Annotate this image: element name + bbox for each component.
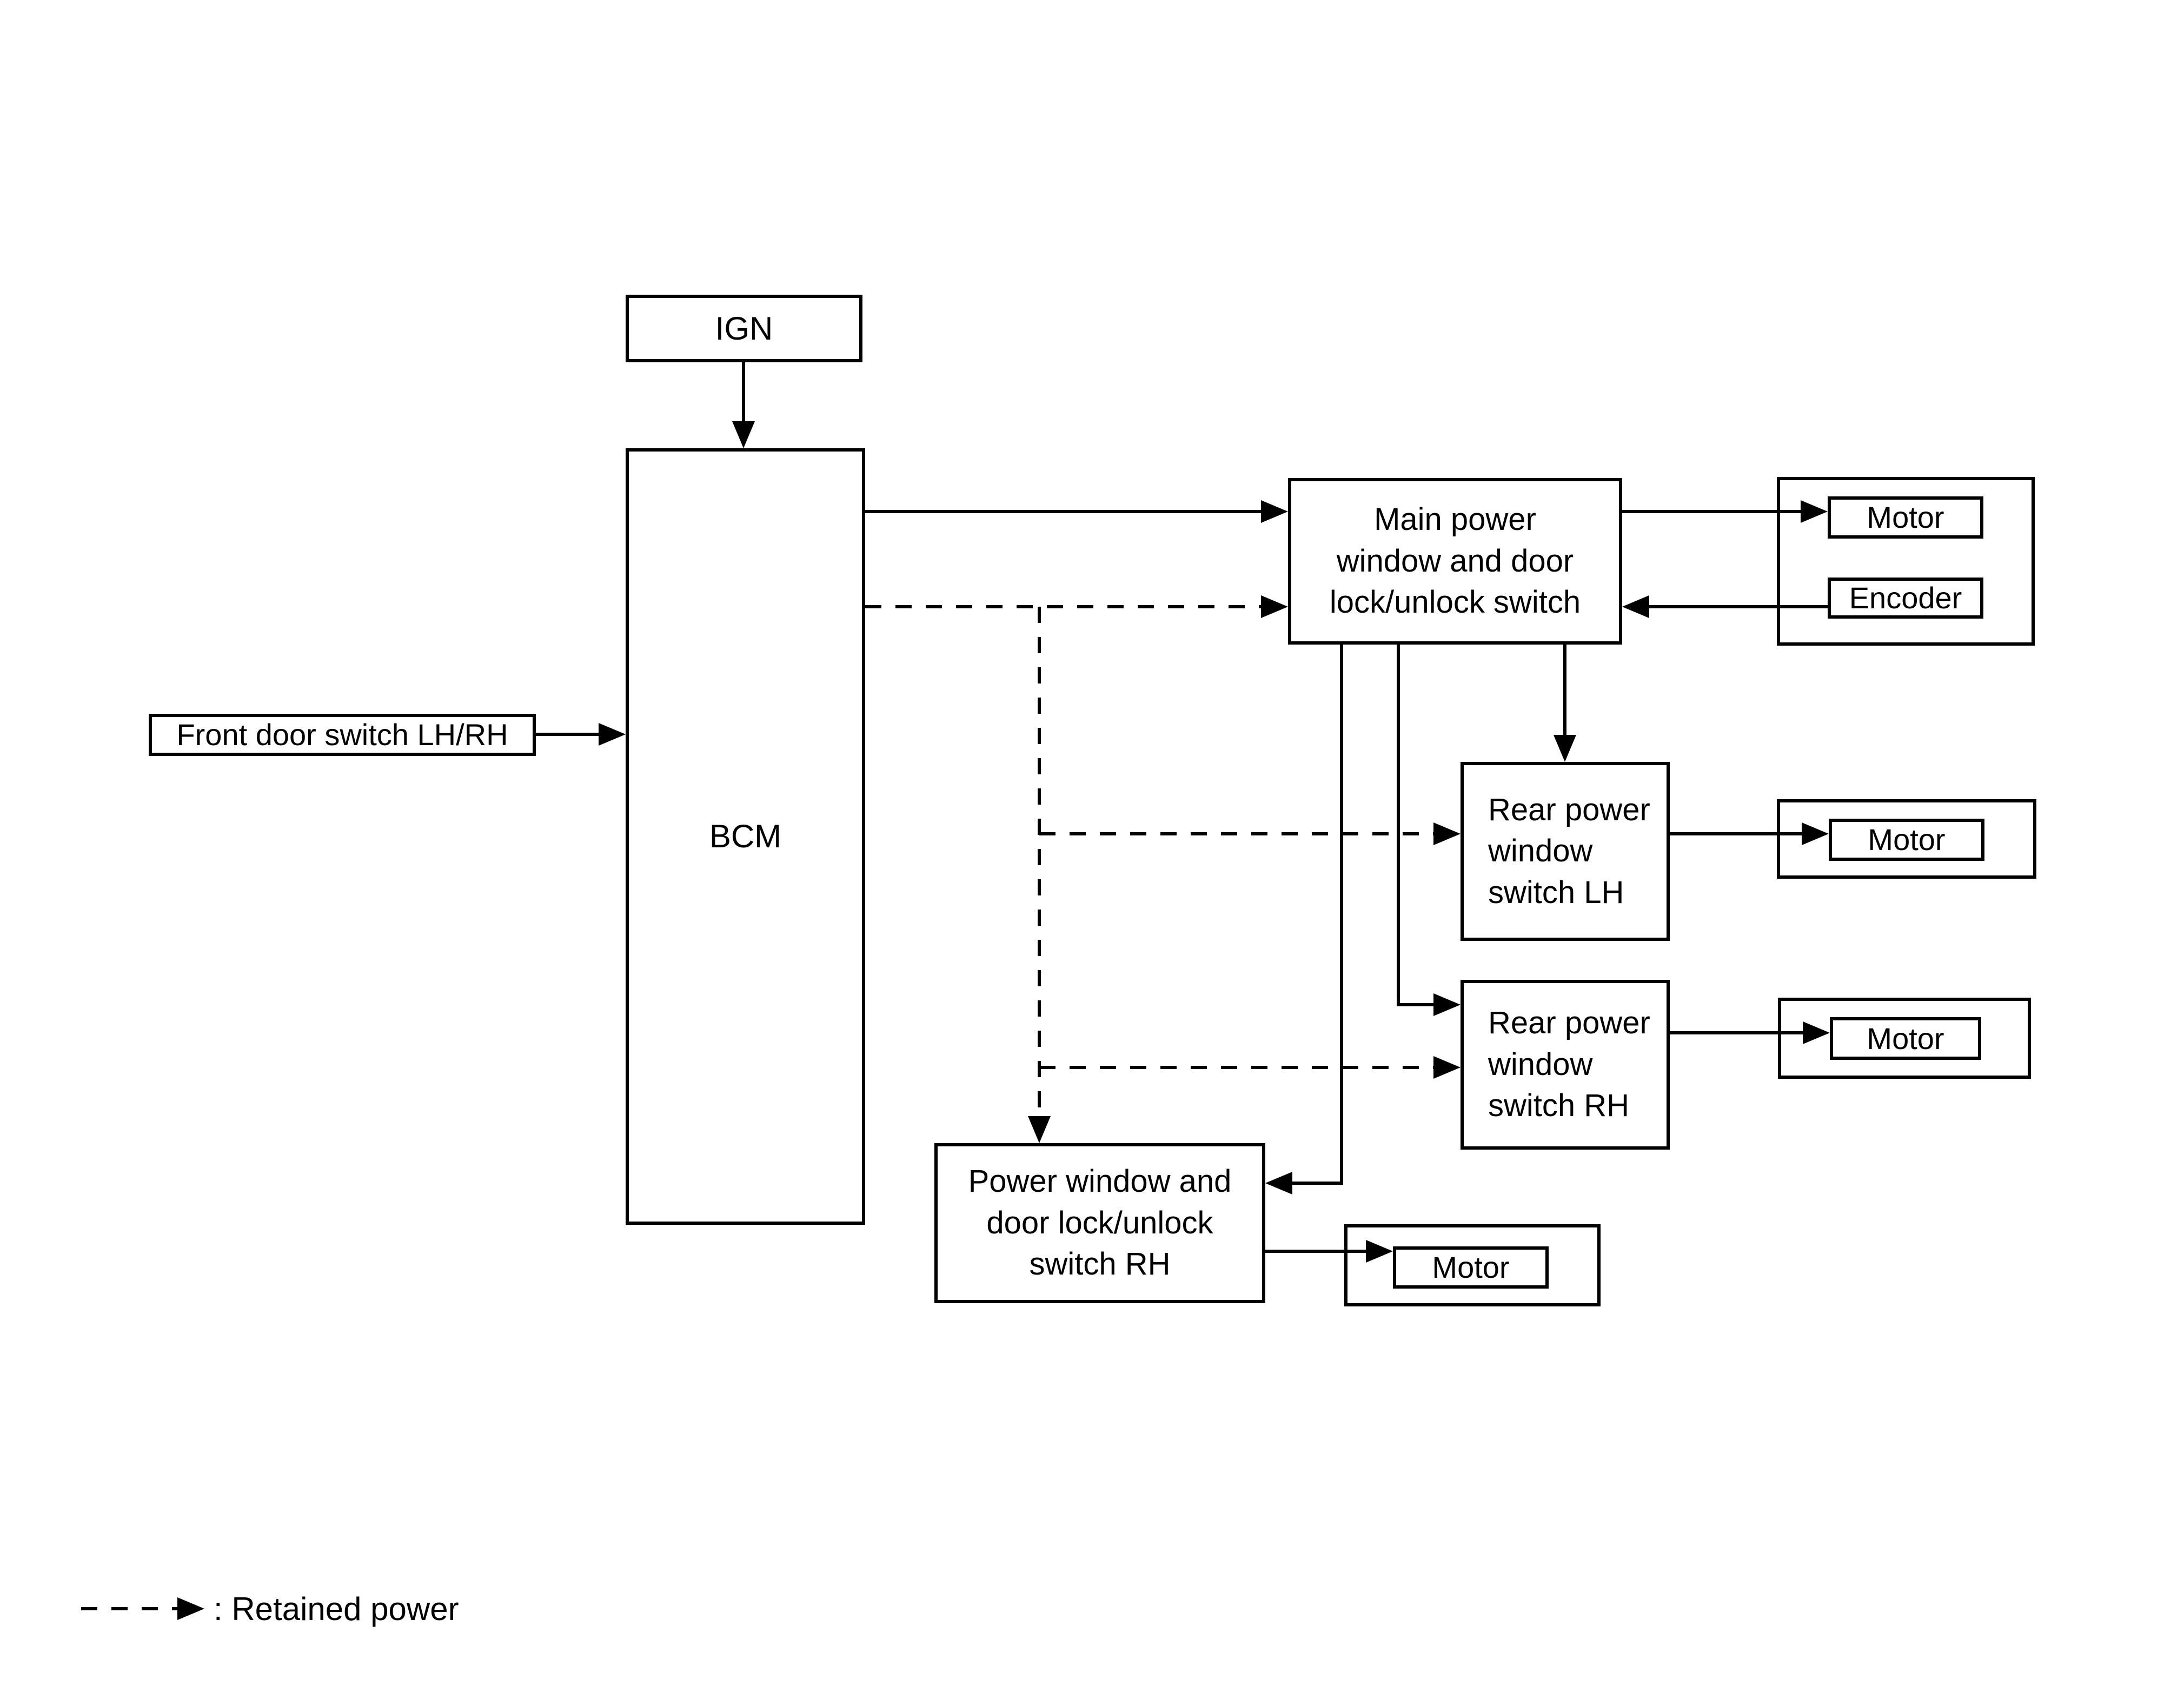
node-motor-rear-rh: Motor bbox=[1830, 1017, 1981, 1060]
node-rear-switch-lh: Rear power window switch LH bbox=[1461, 762, 1670, 941]
edge-frontdoor-bcm-arrowhead bbox=[599, 723, 626, 746]
edge-rearrh-motor-line bbox=[1670, 1031, 1804, 1034]
edge-frontswitchrh-motor-line bbox=[1265, 1250, 1368, 1253]
edge-ign-bcm-arrowhead bbox=[732, 421, 755, 448]
node-motor-main-label: Motor bbox=[1867, 500, 1944, 535]
edge-main-rearlh-line bbox=[1563, 645, 1566, 737]
edge-main-frontswitchrh-vline bbox=[1340, 645, 1343, 1185]
edge-retained-rearrh-line bbox=[1039, 1066, 1436, 1069]
edge-ign-bcm-line bbox=[742, 362, 745, 424]
node-encoder: Encoder bbox=[1828, 578, 1983, 619]
node-ign: IGN bbox=[626, 295, 862, 362]
node-motor-main: Motor bbox=[1828, 496, 1983, 539]
edge-frontdoor-bcm-line bbox=[536, 733, 601, 736]
edge-main-rearlh-arrowhead bbox=[1554, 735, 1576, 762]
node-motor-rear-rh-label: Motor bbox=[1867, 1021, 1944, 1056]
node-motor-front-rh-label: Motor bbox=[1432, 1250, 1510, 1285]
node-bcm: BCM bbox=[626, 448, 865, 1225]
edge-main-rearrh-arrowhead bbox=[1433, 993, 1461, 1016]
legend-dashed-line bbox=[81, 1607, 178, 1610]
node-encoder-label: Encoder bbox=[1849, 581, 1962, 615]
edge-rearlh-motor-line bbox=[1670, 832, 1803, 835]
node-motor-front-rh: Motor bbox=[1393, 1246, 1549, 1289]
edge-retained-rearlh-line bbox=[1039, 832, 1436, 835]
edge-bcm-main-solid-arrowhead bbox=[1261, 500, 1288, 523]
edge-bcm-main-solid-line bbox=[865, 510, 1263, 513]
node-motor-rear-lh: Motor bbox=[1829, 819, 1984, 861]
edge-retained-trunk-line bbox=[1038, 607, 1041, 1117]
edge-rearrh-motor-arrowhead bbox=[1803, 1021, 1830, 1044]
edge-encoder-main-line bbox=[1648, 605, 1828, 608]
node-motor-rear-lh-label: Motor bbox=[1868, 822, 1946, 857]
edge-main-motor-arrowhead bbox=[1801, 500, 1828, 523]
node-rear-switch-lh-label: Rear power window switch LH bbox=[1488, 792, 1650, 910]
node-front-door-switch-label: Front door switch LH/RH bbox=[176, 718, 508, 752]
edge-frontswitchrh-motor-arrowhead bbox=[1366, 1240, 1393, 1263]
edge-bcm-main-dashed-arrowhead bbox=[1261, 595, 1288, 618]
node-main-switch: Main power window and door lock/unlock s… bbox=[1288, 478, 1622, 645]
edge-rearlh-motor-arrowhead bbox=[1802, 822, 1829, 845]
node-ign-label: IGN bbox=[715, 310, 773, 347]
edge-main-rearrh-vline bbox=[1397, 645, 1400, 1006]
edge-retained-rearrh-arrowhead bbox=[1433, 1056, 1461, 1079]
edge-main-frontswitchrh-hline bbox=[1291, 1182, 1343, 1185]
edge-encoder-main-arrowhead bbox=[1622, 595, 1649, 618]
node-rear-switch-rh: Rear power window switch RH bbox=[1461, 980, 1670, 1150]
edge-bcm-main-dashed-line bbox=[865, 605, 1263, 608]
edge-retained-frontswitchrh-arrowhead bbox=[1028, 1116, 1051, 1143]
node-front-door-switch: Front door switch LH/RH bbox=[149, 714, 536, 756]
node-main-switch-label: Main power window and door lock/unlock s… bbox=[1329, 502, 1581, 620]
legend-arrowhead bbox=[177, 1597, 204, 1620]
edge-main-motor-line bbox=[1622, 510, 1803, 513]
legend-label: : Retained power bbox=[214, 1591, 459, 1627]
edge-retained-rearlh-arrowhead bbox=[1433, 822, 1461, 845]
node-bcm-label: BCM bbox=[709, 818, 782, 855]
node-front-switch-rh: Power window and door lock/unlock switch… bbox=[934, 1143, 1265, 1303]
edge-main-frontswitchrh-arrowhead bbox=[1265, 1172, 1292, 1194]
node-rear-switch-rh-label: Rear power window switch RH bbox=[1488, 1005, 1650, 1124]
node-front-switch-rh-label: Power window and door lock/unlock switch… bbox=[968, 1164, 1232, 1282]
edge-main-rearrh-hline bbox=[1398, 1003, 1436, 1006]
